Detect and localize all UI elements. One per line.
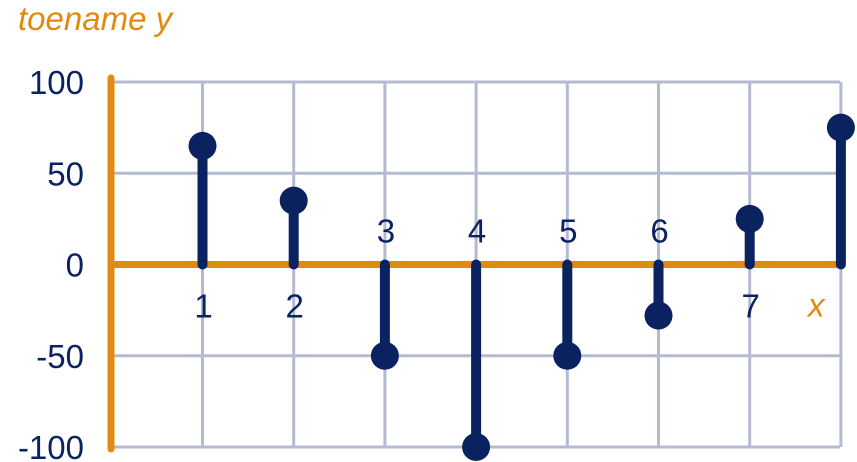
stem-marker <box>735 204 764 233</box>
point-label: 7 <box>742 288 760 325</box>
y-tick-label: -50 <box>36 338 84 375</box>
stem-marker <box>188 131 217 160</box>
stem-marker <box>370 341 399 370</box>
stem-marker <box>553 341 582 370</box>
point-label: 2 <box>286 288 304 325</box>
stem-marker <box>462 433 491 461</box>
y-tick-label: 50 <box>47 155 84 192</box>
stem-marker <box>826 113 855 142</box>
stem-marker <box>644 301 673 330</box>
y-tick-label: 0 <box>66 247 84 284</box>
point-label: 1 <box>194 288 212 325</box>
point-label: 4 <box>468 213 486 250</box>
stem-series <box>188 113 855 461</box>
point-labels: 1 2 3 4 5 6 7 <box>194 213 760 325</box>
point-label: 5 <box>559 213 577 250</box>
point-label: 3 <box>377 213 395 250</box>
y-tick-labels: 100 50 0 -50 -100 <box>18 64 84 462</box>
x-axis-title: x <box>806 287 826 324</box>
point-label: 6 <box>650 213 668 250</box>
y-tick-label: 100 <box>29 64 84 101</box>
y-axis-title: toename y <box>18 0 175 37</box>
y-tick-label: -100 <box>18 429 84 462</box>
stem-marker <box>279 186 308 215</box>
